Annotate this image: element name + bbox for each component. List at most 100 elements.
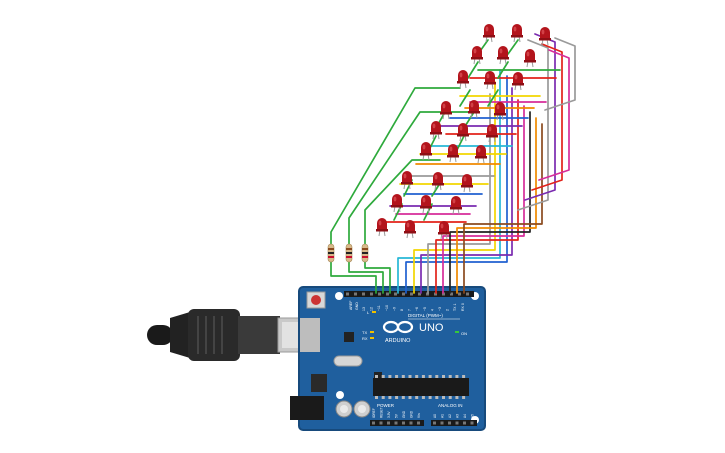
power-pin-label: IOREF bbox=[372, 408, 376, 418]
red-led bbox=[457, 70, 469, 89]
jumper-wire bbox=[456, 117, 537, 294]
digital-pin-label: RX 0 bbox=[461, 303, 465, 311]
digital-pin-label: 13 bbox=[362, 307, 366, 311]
power-label: POWER bbox=[377, 403, 395, 408]
l-label: L bbox=[367, 310, 370, 315]
digital-pin-label: 8 bbox=[400, 309, 404, 311]
capacitor bbox=[335, 400, 353, 418]
red-led bbox=[539, 27, 551, 46]
digital-header-label: DIGITAL (PWM~) bbox=[408, 313, 443, 318]
rx-label: RX bbox=[362, 336, 368, 341]
digital-pin-label: ~9 bbox=[392, 307, 396, 311]
red-led bbox=[457, 123, 469, 142]
power-pin-label: GND bbox=[410, 410, 414, 418]
analog-in-label: ANALOG IN bbox=[438, 403, 463, 408]
analog-pin-label: A3 bbox=[456, 414, 460, 418]
digital-pin-label: 7 bbox=[408, 309, 412, 311]
red-led bbox=[524, 49, 536, 68]
voltage-regulator bbox=[311, 374, 327, 392]
red-led bbox=[420, 142, 432, 161]
analog-pin-label: A1 bbox=[441, 414, 445, 418]
jumper-wire bbox=[364, 159, 441, 247]
red-led bbox=[447, 144, 459, 163]
arduino-uno-board: UNO ARDUINO TX RX L ON AREF GND 13 12~11 ~… bbox=[290, 286, 486, 431]
usb-interface-chip bbox=[344, 332, 354, 342]
aref-label: AREF bbox=[349, 301, 353, 310]
jumper-wire bbox=[459, 89, 471, 107]
board-model-label: UNO bbox=[419, 322, 444, 334]
red-led bbox=[430, 121, 442, 140]
jumper-wire bbox=[435, 99, 519, 294]
jumper-wire bbox=[420, 87, 513, 294]
power-pin-label: RESET bbox=[380, 407, 384, 418]
red-led bbox=[420, 195, 432, 214]
analog-pin-label: A5 bbox=[471, 414, 475, 418]
red-led bbox=[471, 46, 483, 65]
usb-jack bbox=[300, 318, 320, 352]
red-led bbox=[497, 46, 509, 65]
jumper-wire bbox=[348, 261, 384, 294]
jumper-wire bbox=[517, 39, 549, 211]
resistor bbox=[361, 243, 369, 263]
red-led bbox=[494, 102, 506, 121]
reset-button[interactable] bbox=[306, 291, 326, 309]
microcontroller-chip bbox=[373, 375, 469, 399]
red-led bbox=[486, 124, 498, 143]
jumper-wire bbox=[544, 37, 576, 111]
red-led bbox=[438, 221, 450, 240]
tx-label: TX bbox=[362, 330, 367, 335]
red-led bbox=[468, 100, 480, 119]
digital-pin-label: ~10 bbox=[385, 305, 389, 311]
led-cube bbox=[376, 24, 551, 240]
jumper-wire bbox=[413, 81, 496, 294]
digital-pin-label: 12 bbox=[370, 307, 374, 311]
jumper-wire bbox=[364, 261, 391, 294]
power-pin-label: 5V bbox=[395, 413, 399, 418]
dc-power-jack bbox=[290, 396, 324, 420]
jumper-wire bbox=[427, 93, 491, 294]
digital-pin-label: ~3 bbox=[438, 307, 442, 311]
jumper-wire bbox=[538, 49, 570, 181]
on-label: ON bbox=[461, 331, 467, 336]
analog-pin-header bbox=[431, 420, 477, 426]
jumper-wire bbox=[449, 111, 531, 294]
digital-pin-label: TX 1 bbox=[453, 304, 457, 311]
red-led bbox=[475, 145, 487, 164]
digital-pin-label: 2 bbox=[446, 309, 450, 311]
analog-pin-label: A2 bbox=[448, 414, 452, 418]
power-pin-header bbox=[370, 420, 424, 426]
red-led bbox=[483, 24, 495, 43]
jumper-wire bbox=[330, 87, 461, 247]
capacitor bbox=[353, 400, 371, 418]
red-led bbox=[484, 71, 496, 90]
resistor bbox=[327, 243, 335, 263]
red-led bbox=[461, 174, 473, 193]
analog-pin-label: A0 bbox=[433, 414, 437, 418]
red-led bbox=[404, 220, 416, 239]
power-pin-label: 3.3V bbox=[387, 411, 391, 418]
infinity-logo-icon bbox=[382, 320, 414, 334]
jumper-wire bbox=[467, 61, 479, 79]
jumper-wire bbox=[463, 123, 543, 294]
jumper-wire bbox=[487, 89, 499, 107]
analog-pin-label: A4 bbox=[463, 414, 467, 418]
jumper-wire bbox=[442, 105, 525, 294]
jumper-wire bbox=[531, 43, 563, 191]
digital-pin-label: ~6 bbox=[415, 307, 419, 311]
gnd-label: GND bbox=[355, 302, 359, 310]
board-brand-label: ARDUINO bbox=[385, 338, 411, 344]
jumper-wire bbox=[330, 261, 377, 294]
resistors bbox=[327, 243, 369, 263]
power-pin-label: GND bbox=[402, 410, 406, 418]
red-led bbox=[401, 171, 413, 190]
jumper-wire bbox=[507, 39, 519, 55]
digital-pin-label: ~5 bbox=[423, 307, 427, 311]
red-led bbox=[511, 24, 523, 43]
digital-pin-label: ~11 bbox=[377, 305, 381, 311]
red-led bbox=[391, 194, 403, 213]
digital-pin-label: 4 bbox=[430, 309, 434, 311]
jumper-wire bbox=[497, 61, 509, 79]
resistor bbox=[345, 243, 353, 263]
red-led bbox=[512, 72, 524, 91]
